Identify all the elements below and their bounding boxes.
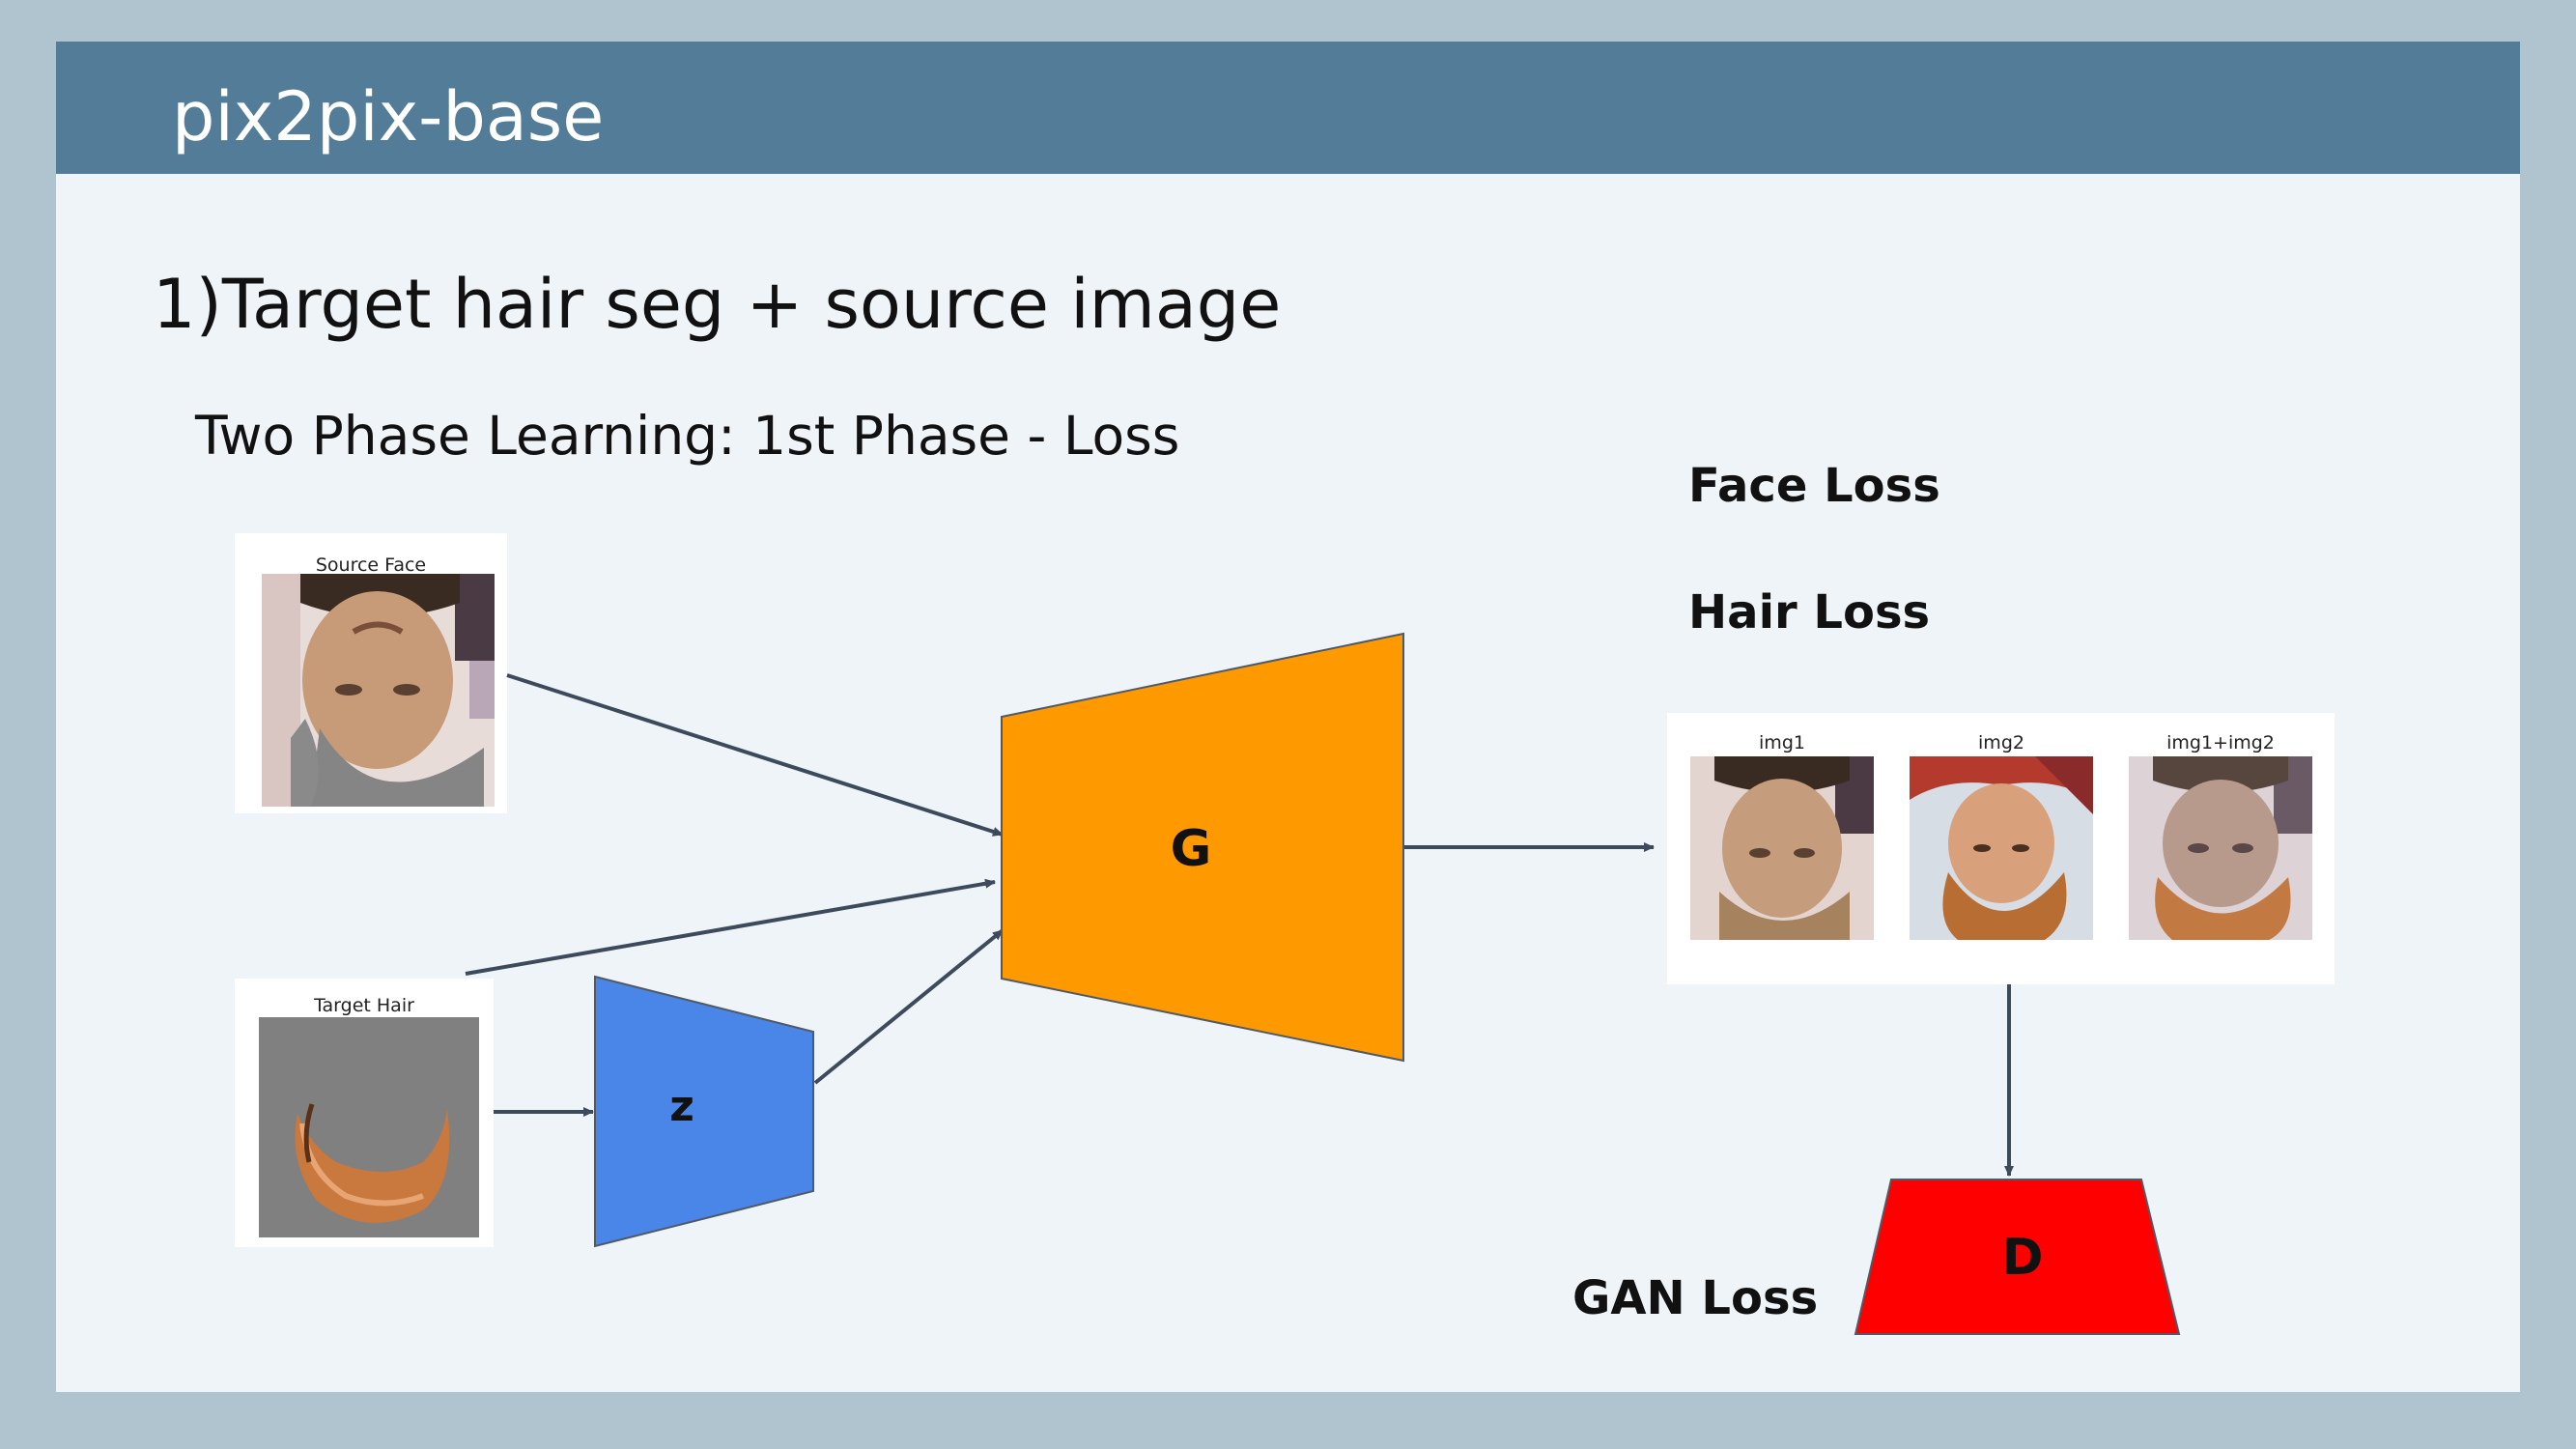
arrow-z-to-g [813,928,1005,1085]
output-images-panel: img1 img2 img1+img2 [1667,713,2335,984]
output-image-img2 [1910,756,2093,940]
output-caption-img2: img2 [1978,732,2024,753]
output-caption-img1: img1 [1759,732,1805,753]
slide-header: pix2pix-base [56,42,2520,174]
source-face-panel: Source Face [235,533,507,813]
subheading: Two Phase Learning: 1st Phase - Loss [195,405,1180,467]
hair-loss-label: Hair Loss [1688,585,1931,639]
face-loss-label: Face Loss [1688,459,1940,513]
target-hair-panel: Target Hair [235,979,494,1247]
discriminator-block [1854,1179,2181,1335]
generator-label: G [1171,820,1212,878]
gan-loss-label: GAN Loss [1572,1271,1819,1325]
source-face-caption: Source Face [315,554,427,576]
source-face-image [262,574,495,807]
arrow-source-to-g [506,673,1004,837]
output-image-img1-img2 [2129,756,2312,940]
target-hair-caption: Target Hair [314,995,414,1016]
encoder-label: z [669,1082,694,1131]
slide-title: pix2pix-base [172,77,605,156]
target-hair-image [259,1017,479,1237]
slide: pix2pix-base 1)Target hair seg + source … [56,42,2520,1392]
output-image-img1 [1690,756,1874,940]
encoder-block [594,975,814,1248]
architecture-diagram: G z D [465,632,2181,1335]
generator-block [1001,632,1404,1063]
discriminator-label: D [2001,1229,2043,1287]
arrow-hair-to-g [465,878,996,976]
output-caption-img1-img2: img1+img2 [2166,732,2275,753]
section-heading: 1)Target hair seg + source image [153,265,1282,344]
